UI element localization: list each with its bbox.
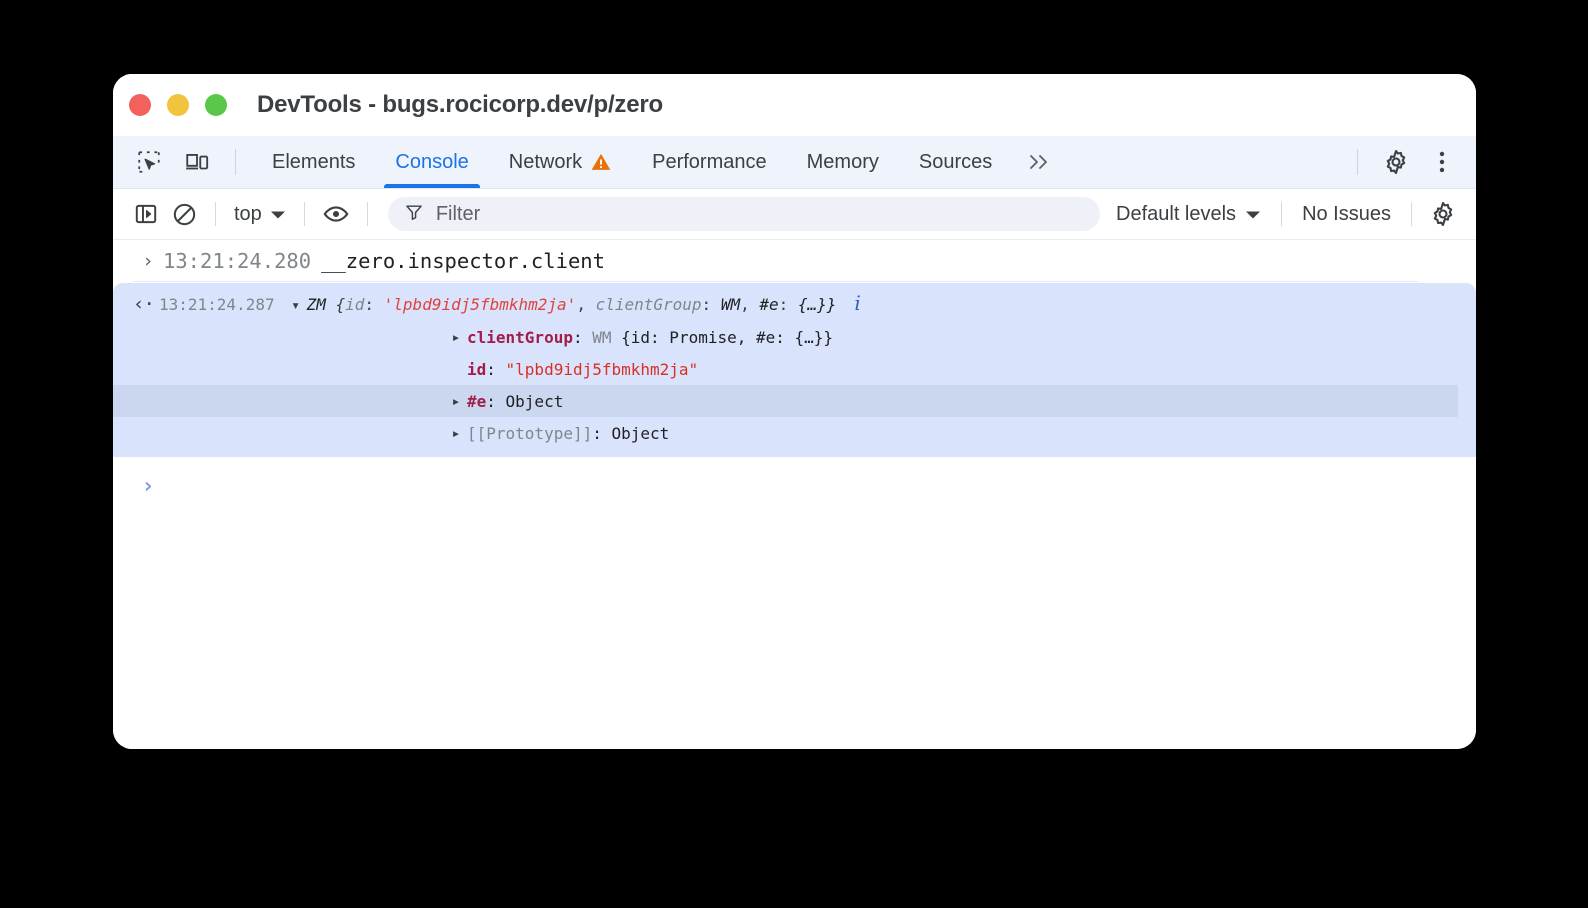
console-toolbar-divider-5 xyxy=(1411,202,1412,226)
tab-memory[interactable]: Memory xyxy=(787,136,899,188)
preview-sep-2: : xyxy=(701,295,721,314)
issues-counter[interactable]: No Issues xyxy=(1302,202,1391,225)
property-disclosure-triangle[interactable]: ▸ xyxy=(451,328,461,346)
result-timestamp: 13:21:24.287 xyxy=(159,295,275,314)
preview-value-private: {…}} xyxy=(797,295,837,314)
preview-value-clientgroup: WM xyxy=(720,295,741,314)
tab-performance-label: Performance xyxy=(652,150,767,173)
tab-memory-label: Memory xyxy=(806,150,879,173)
chevron-down-icon xyxy=(1245,203,1261,226)
property-value: Object xyxy=(505,391,564,411)
console-prompt[interactable]: › xyxy=(113,469,1476,503)
tab-performance[interactable]: Performance xyxy=(632,136,787,188)
command-timestamp: 13:21:24.280 xyxy=(163,249,312,273)
maximize-window-button[interactable] xyxy=(205,94,227,116)
return-value-icon: ‹· xyxy=(133,293,155,315)
devtools-window: DevTools - bugs.rocicorp.dev/p/zero xyxy=(113,74,1476,749)
property-key: id xyxy=(467,359,487,379)
log-levels-label: Default levels xyxy=(1116,202,1237,225)
result-disclosure-triangle[interactable]: ▾ xyxy=(291,296,301,314)
preview-sep-1: : xyxy=(364,295,384,314)
title-bar: DevTools - bugs.rocicorp.dev/p/zero xyxy=(113,74,1476,136)
execution-context-selector[interactable]: top xyxy=(228,203,292,226)
console-sidebar-icon[interactable] xyxy=(127,195,165,233)
more-tabs-icon[interactable] xyxy=(1012,136,1066,188)
window-title: DevTools - bugs.rocicorp.dev/p/zero xyxy=(257,91,663,118)
chevron-down-icon xyxy=(270,203,286,226)
preview-sep-3: : xyxy=(778,295,798,314)
console-settings-gear-icon[interactable] xyxy=(1424,195,1462,233)
tab-sources[interactable]: Sources xyxy=(899,136,1012,188)
object-property-row[interactable]: ▸ #e : Object xyxy=(113,385,1458,417)
property-separator: : xyxy=(592,423,612,443)
property-key: #e xyxy=(467,391,487,411)
tab-bar-right-divider xyxy=(1357,149,1358,175)
traffic-light-buttons xyxy=(129,94,227,116)
close-window-button[interactable] xyxy=(129,94,151,116)
property-key: [[Prototype]] xyxy=(467,423,593,443)
tab-network[interactable]: Network xyxy=(489,136,632,188)
console-result-row[interactable]: ‹· 13:21:24.287 ▾ ZM { id : 'lpbd9idj5fb… xyxy=(113,289,1476,321)
devtools-tab-bar: Elements Console Network Performance xyxy=(113,136,1476,189)
preview-comma-2: , xyxy=(740,295,760,314)
more-options-icon[interactable] xyxy=(1422,142,1462,182)
property-separator: : xyxy=(486,359,506,379)
object-property-row[interactable]: id : "lpbd9idj5fbmkhm2ja" xyxy=(113,353,1476,385)
result-constructor-name: ZM xyxy=(306,295,326,314)
preview-key-private: #e xyxy=(759,295,779,314)
panel-tabs: Elements Console Network Performance xyxy=(252,136,1066,188)
tab-elements[interactable]: Elements xyxy=(252,136,375,188)
device-toolbar-icon[interactable] xyxy=(177,142,217,182)
filter-input[interactable]: Filter xyxy=(387,197,1100,231)
tab-bar-left-tools xyxy=(113,136,246,188)
property-value-type: WM xyxy=(592,327,622,347)
console-command-row[interactable]: › 13:21:24.280 __zero.inspector.client xyxy=(133,240,1418,282)
console-toolbar-divider-4 xyxy=(1281,202,1283,226)
log-levels-selector[interactable]: Default levels xyxy=(1108,203,1269,226)
preview-value-id: 'lpbd9idj5fbmkhm2ja' xyxy=(383,295,577,314)
preview-key-clientgroup: clientGroup xyxy=(595,295,702,314)
execution-context-value: top xyxy=(234,202,262,225)
tab-elements-label: Elements xyxy=(272,150,356,173)
tab-bar-right-tools xyxy=(1345,136,1476,188)
preview-open-brace: { xyxy=(325,295,346,314)
console-toolbar-divider-3 xyxy=(366,202,368,226)
clear-console-icon[interactable] xyxy=(165,195,203,233)
warning-icon xyxy=(590,151,612,173)
object-property-row[interactable]: ▸ [[Prototype]] : Object xyxy=(113,417,1476,449)
property-disclosure-triangle[interactable]: ▸ xyxy=(451,424,461,442)
tab-network-label: Network xyxy=(508,150,583,173)
console-result-block[interactable]: ‹· 13:21:24.287 ▾ ZM { id : 'lpbd9idj5fb… xyxy=(113,283,1476,457)
console-toolbar-divider-1 xyxy=(215,202,216,226)
filter-funnel-icon xyxy=(404,202,424,227)
console-toolbar-divider-2 xyxy=(303,202,305,226)
inspect-element-icon[interactable] xyxy=(129,142,169,182)
tab-bar-divider xyxy=(235,149,236,175)
minimize-window-button[interactable] xyxy=(167,94,189,116)
property-value: Object xyxy=(611,423,670,443)
preview-comma-1: , xyxy=(576,295,596,314)
info-icon[interactable]: i xyxy=(854,291,861,315)
tab-console[interactable]: Console xyxy=(375,136,488,188)
property-key: clientGroup xyxy=(467,327,573,347)
property-separator: : xyxy=(572,327,593,347)
filter-placeholder: Filter xyxy=(435,202,481,225)
tab-console-label: Console xyxy=(395,150,469,173)
console-toolbar: top Filter Default levels xyxy=(113,189,1476,240)
command-gutter-icon: › xyxy=(142,250,154,272)
property-value: {id: Promise, #e: {…}} xyxy=(621,327,834,347)
object-property-row[interactable]: ▸ clientGroup : WM {id: Promise, #e: {…}… xyxy=(113,321,1476,353)
preview-key-id: id xyxy=(345,295,365,314)
property-separator: : xyxy=(486,391,506,411)
property-value: "lpbd9idj5fbmkhm2ja" xyxy=(505,359,699,379)
prompt-caret-icon: › xyxy=(141,473,155,499)
tab-sources-label: Sources xyxy=(918,150,993,173)
eye-icon[interactable] xyxy=(317,195,355,233)
console-message-list[interactable]: › 13:21:24.280 __zero.inspector.client ‹… xyxy=(113,240,1476,749)
settings-gear-icon[interactable] xyxy=(1376,142,1416,182)
property-disclosure-triangle[interactable]: ▸ xyxy=(451,392,461,410)
command-text: __zero.inspector.client xyxy=(321,249,605,273)
